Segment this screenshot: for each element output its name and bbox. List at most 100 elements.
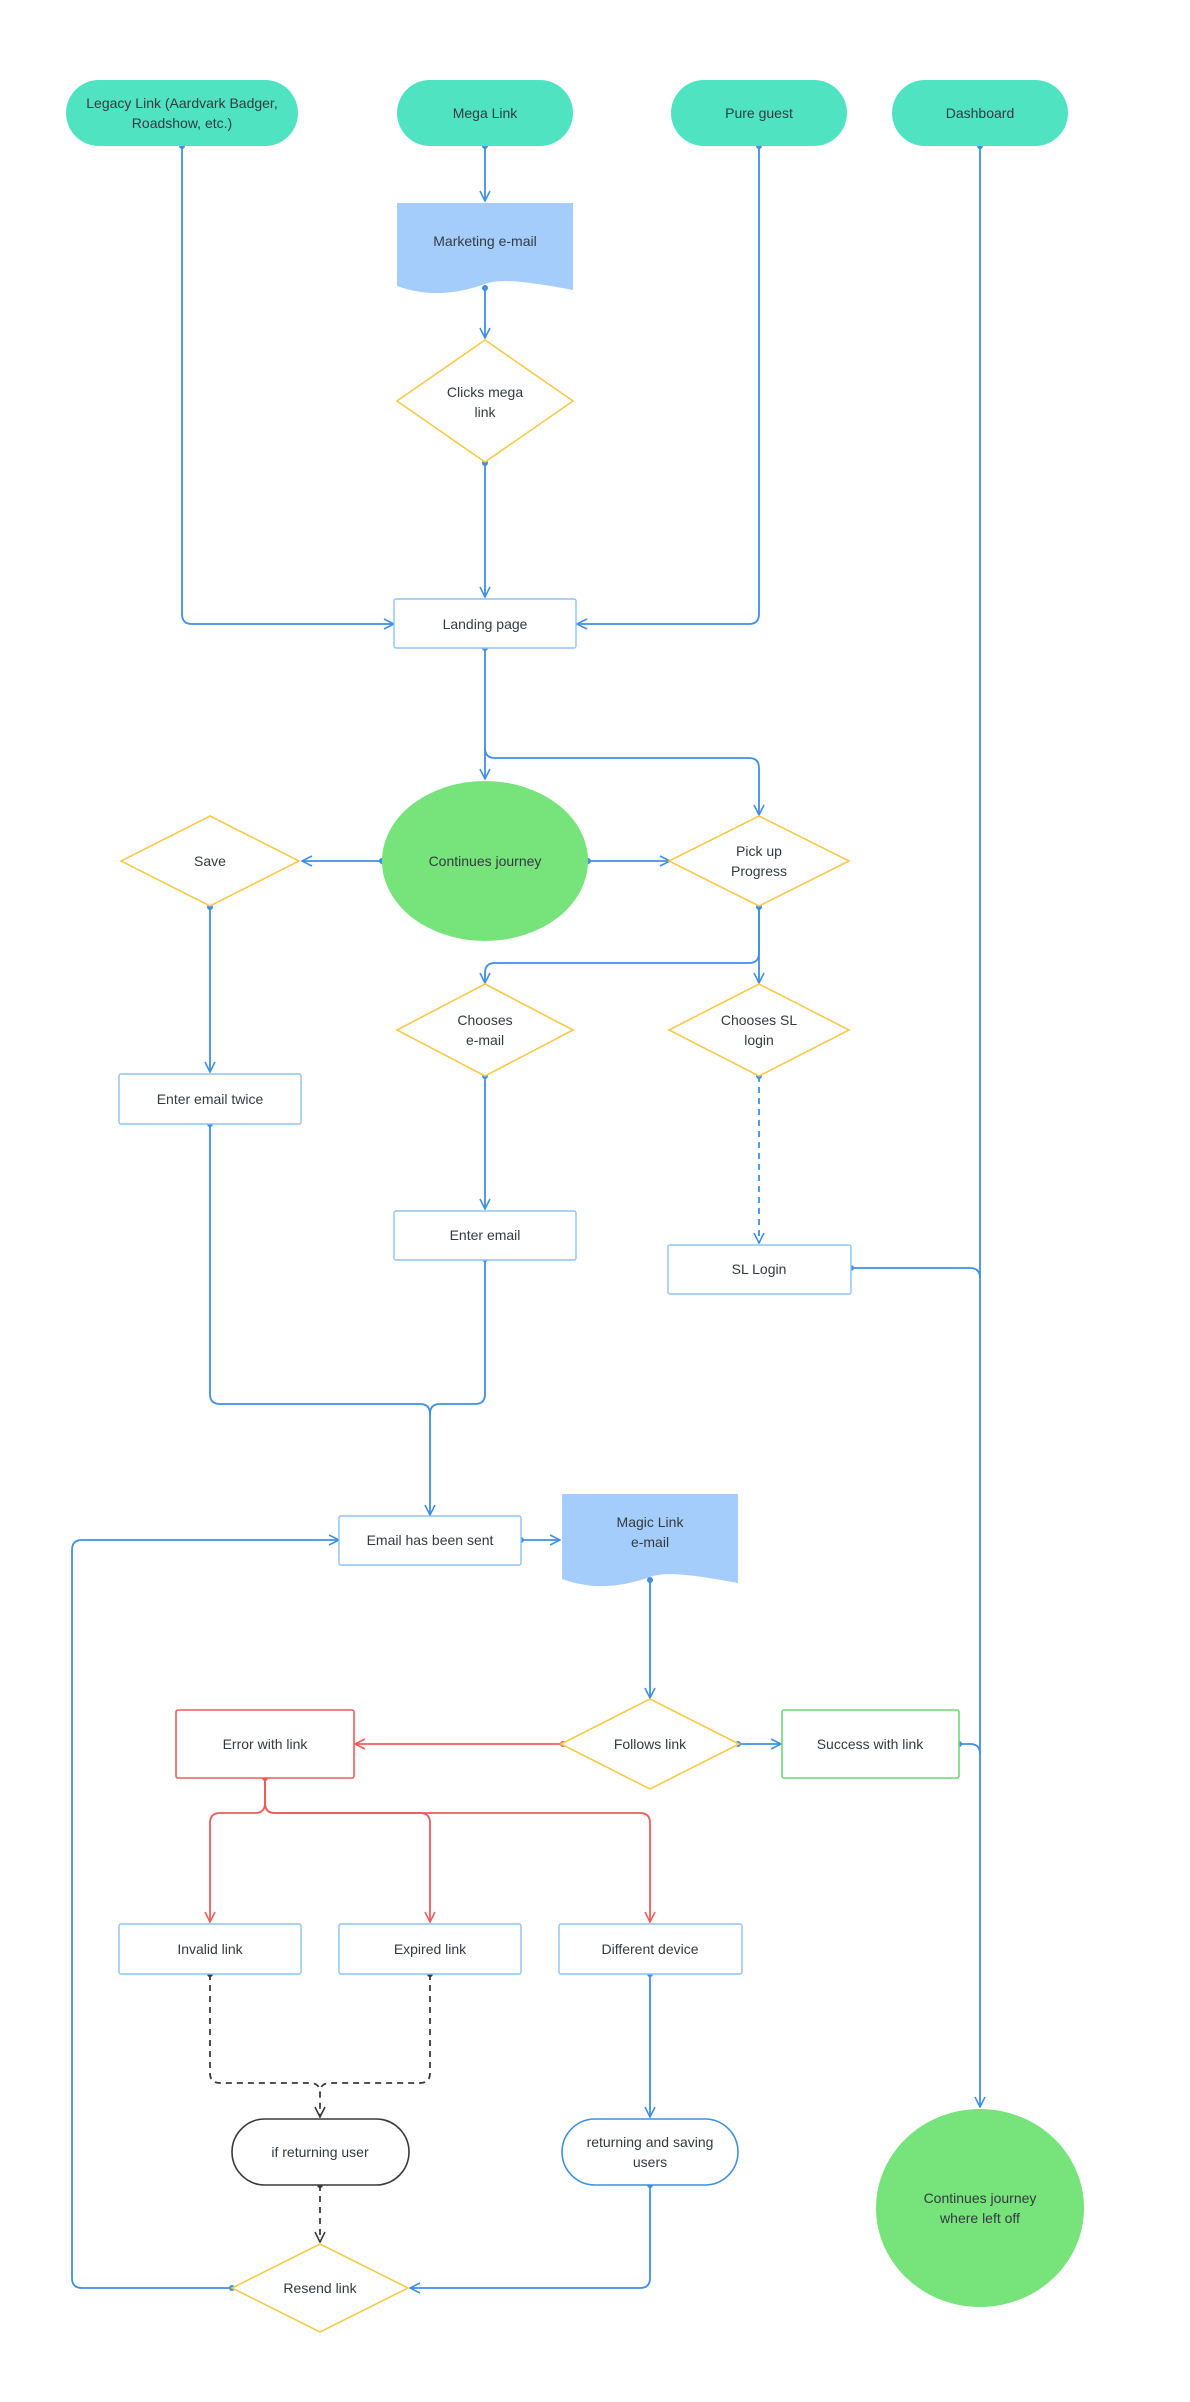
svg-text:Continues journey: Continues journey: [429, 853, 542, 869]
node-label-line: Landing page: [443, 616, 528, 632]
circle-shape: [382, 781, 588, 941]
node-label-line: login: [744, 1032, 774, 1048]
node-legacy-link[interactable]: Legacy Link (Aardvark Badger,Roadshow, e…: [66, 80, 298, 146]
svg-text:Legacy Link (Aardvark Badger,R: Legacy Link (Aardvark Badger,Roadshow, e…: [86, 95, 277, 131]
decision-shape: [395, 339, 575, 463]
node-sl-login[interactable]: SL Login: [667, 1244, 852, 1295]
node-dashboard[interactable]: Dashboard: [892, 80, 1068, 146]
node-label-line: if returning user: [271, 2144, 369, 2160]
decision-shape: [230, 2243, 410, 2333]
node-label-line: Clicks mega: [447, 384, 523, 400]
node-continues-journey-where-left-off[interactable]: Continues journey where left off: [876, 2109, 1084, 2307]
node-if-returning-user[interactable]: if returning user: [231, 2118, 410, 2186]
node-label-line: returning and saving: [587, 2134, 714, 2150]
edge-returning-saving-to-resend: [410, 2185, 651, 2288]
svg-text:Dashboard: Dashboard: [946, 105, 1015, 121]
node-label-line: e-mail: [466, 1032, 504, 1048]
node-pure-guest[interactable]: Pure guest: [671, 80, 847, 146]
node-success-with-link[interactable]: Success with link: [781, 1709, 960, 1779]
node-expired-link[interactable]: Expired link: [338, 1923, 522, 1975]
node-label-line: Email has been sent: [367, 1532, 494, 1548]
connectors: [71, 146, 981, 2288]
node-label-line: SL Login: [732, 1261, 787, 1277]
node-enter-email-twice[interactable]: Enter email twice: [118, 1073, 302, 1125]
process-shape: [393, 598, 577, 649]
decision-shape: [667, 983, 851, 1077]
document-shape: [397, 203, 573, 294]
node-landing-page[interactable]: Landing page: [393, 598, 577, 649]
process-shape: [781, 1709, 960, 1779]
node-chooses-email[interactable]: Chooses e-mail: [395, 983, 575, 1077]
svg-text:Success with link: Success with link: [817, 1736, 925, 1752]
node-label-line: where left off: [939, 2210, 1020, 2226]
terminal-shape: [892, 80, 1068, 146]
process-shape: [118, 1073, 302, 1125]
node-label-line: Follows link: [614, 1736, 687, 1752]
process-shape: [175, 1709, 355, 1779]
node-continues-journey[interactable]: Continues journey: [382, 781, 588, 941]
node-save[interactable]: Save: [119, 815, 301, 907]
node-label-line: Enter email twice: [157, 1091, 264, 1107]
svg-text:Save: Save: [194, 853, 226, 869]
svg-text:Invalid link: Invalid link: [177, 1941, 243, 1957]
edge-pureguest-to-landing: [577, 146, 760, 624]
node-label-line: Error with link: [223, 1736, 309, 1752]
node-label-line: Dashboard: [946, 105, 1015, 121]
edge-error-to-expired: [264, 1778, 430, 1922]
terminal-shape: [397, 80, 573, 146]
dot: [647, 1577, 653, 1583]
node-resend-link[interactable]: Resend link: [230, 2243, 410, 2333]
node-label-line: Expired link: [394, 1941, 467, 1957]
node-follows-link[interactable]: Follows link: [559, 1698, 741, 1790]
node-marketing-email[interactable]: Marketing e-mail: [397, 203, 573, 294]
node-label-line: Magic Link: [617, 1514, 685, 1530]
edge-sl-login-to-dashboard-line: [851, 1267, 981, 1279]
node-enter-email[interactable]: Enter email: [393, 1210, 577, 1261]
node-mega-link[interactable]: Mega Link: [397, 80, 573, 146]
svg-text:Mega Link: Mega Link: [453, 105, 519, 121]
node-label-line: Continues journey: [429, 853, 542, 869]
node-email-has-been-sent[interactable]: Email has been sent: [338, 1515, 522, 1566]
process-shape: [393, 1210, 577, 1261]
edge-landing-to-pickup: [484, 747, 759, 815]
svg-text:Enter email twice: Enter email twice: [157, 1091, 264, 1107]
edge-legacy-to-landing: [181, 146, 394, 624]
svg-text:Landing page: Landing page: [443, 616, 528, 632]
node-label-line: Resend link: [283, 2280, 357, 2296]
terminal-shape: [231, 2118, 410, 2186]
edge-enter-email-to-email-sent: [430, 1259, 486, 1515]
svg-text:if returning user: if returning user: [271, 2144, 369, 2160]
svg-text:Enter email: Enter email: [450, 1227, 521, 1243]
terminal-shape: [561, 2118, 739, 2186]
node-label-line: Chooses: [457, 1012, 512, 1028]
node-different-device[interactable]: Different device: [558, 1923, 743, 1975]
node-label-line: Pick up: [736, 843, 782, 859]
svg-text:Marketing e-mail: Marketing e-mail: [433, 233, 536, 249]
process-shape: [338, 1515, 522, 1566]
circle-shape: [876, 2109, 1084, 2307]
node-invalid-link[interactable]: Invalid link: [118, 1923, 302, 1975]
node-label-line: Continues journey: [924, 2190, 1037, 2206]
edge-enter-twice-to-email-sent: [209, 1124, 431, 1415]
node-label-line: link: [474, 404, 496, 420]
document-shape: [562, 1494, 738, 1587]
edge-expired-to-returning-user: [320, 1974, 431, 2117]
node-label-line: Chooses SL: [721, 1012, 797, 1028]
node-error-with-link[interactable]: Error with link: [175, 1709, 355, 1779]
node-chooses-sl-login[interactable]: Chooses SL login: [667, 983, 851, 1077]
node-clicks-mega-link[interactable]: Clicks mega link: [395, 339, 575, 463]
svg-text:Error with link: Error with link: [223, 1736, 309, 1752]
dot: [482, 285, 488, 291]
svg-text:Different device: Different device: [601, 1941, 698, 1957]
node-label-line: Success with link: [817, 1736, 925, 1752]
